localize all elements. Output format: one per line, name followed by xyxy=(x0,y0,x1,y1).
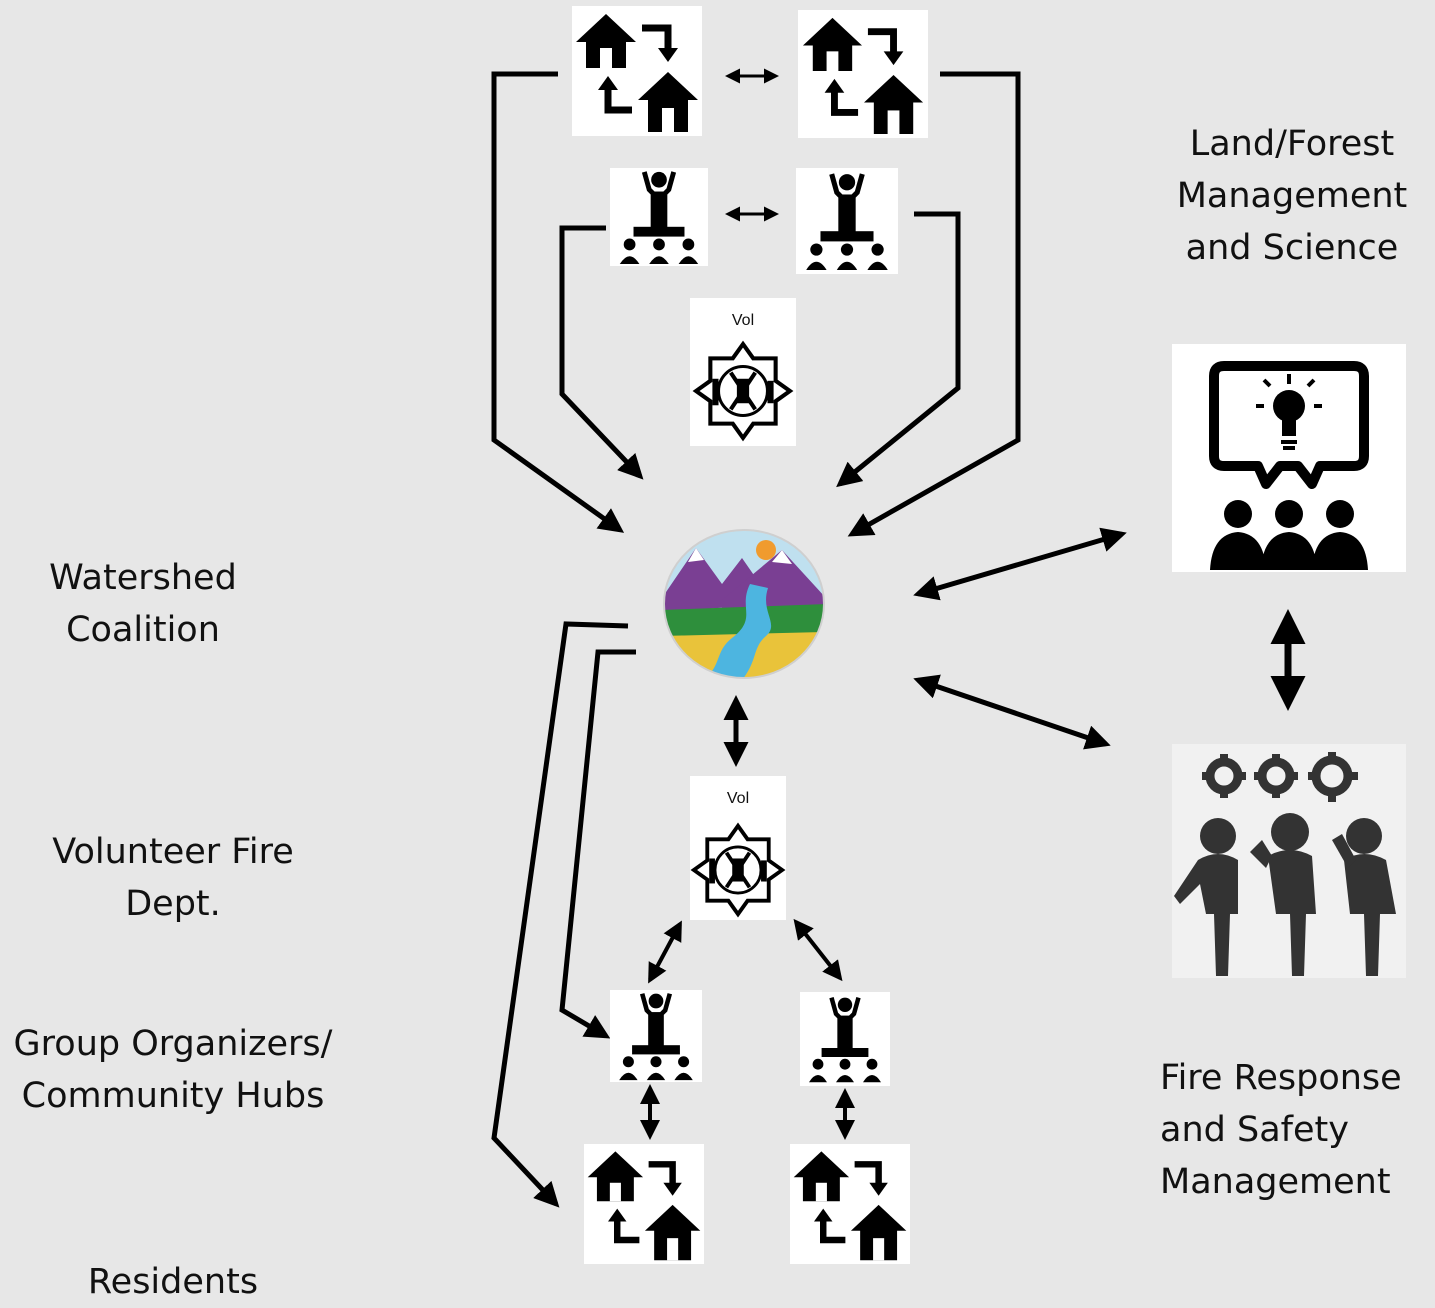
vol-fire-icon-bottom: Vol xyxy=(690,776,786,920)
vol-organizers-left-link xyxy=(648,920,682,984)
fire-department-badge-icon xyxy=(692,340,794,442)
watershed-to-organizers-bottom xyxy=(559,649,636,1039)
residents-icon-bottom-right xyxy=(790,1144,910,1264)
label-residents: Residents xyxy=(87,1262,259,1302)
label-watershed-coalition: Watershed Coalition xyxy=(49,558,237,650)
vol-label-bottom: Vol xyxy=(726,790,750,807)
label-group-organizers: Group Organizers/ Community Hubs xyxy=(13,1024,333,1116)
residents-icon-bottom-left xyxy=(584,1144,704,1264)
vol-label-top: Vol xyxy=(731,312,755,329)
team-gears-icon xyxy=(1174,752,1396,976)
watershed-logo-icon xyxy=(663,529,825,679)
label-volunteer-fire: Volunteer Fire Dept. xyxy=(52,832,294,924)
residents-icon-top-right xyxy=(798,10,928,138)
organizers-left-to-watershed xyxy=(559,225,644,480)
organizers-icon-bottom-right xyxy=(800,992,890,1086)
land-forest-icon xyxy=(1172,344,1406,572)
label-fire-response: Fire Response and Safety Management xyxy=(1160,1058,1402,1202)
organizers-icon-top-right xyxy=(796,168,898,274)
vol-fire-icon-top: Vol xyxy=(690,298,796,446)
fire-department-badge-icon xyxy=(690,822,786,918)
organizers-icon-bottom-left xyxy=(610,990,702,1082)
organizers-icon-top-left xyxy=(610,168,708,266)
watershed-fire-response-link xyxy=(913,674,1111,750)
residents-icon-top-left xyxy=(572,6,702,136)
idea-presentation-icon xyxy=(1209,361,1369,570)
fire-response-icon xyxy=(1172,744,1406,978)
label-land-forest: Land/Forest Management and Science xyxy=(1176,124,1408,268)
organizers-right-to-watershed xyxy=(836,211,961,488)
watershed-to-residents-bottom xyxy=(491,621,629,1208)
vol-organizers-right-link xyxy=(793,918,843,982)
watershed-land-link xyxy=(913,527,1127,601)
residents-left-to-watershed xyxy=(491,71,625,533)
residents-right-to-watershed xyxy=(847,71,1021,537)
